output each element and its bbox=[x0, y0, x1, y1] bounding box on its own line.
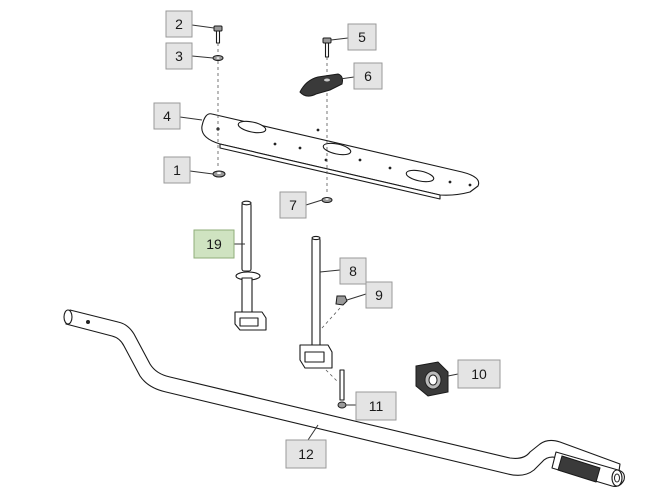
rod-8 bbox=[299, 235, 333, 369]
callout-6-label: 6 bbox=[364, 68, 372, 84]
callout-19[interactable]: 19 bbox=[193, 229, 235, 259]
callout-12-label: 12 bbox=[298, 446, 314, 462]
bolt-5 bbox=[322, 37, 332, 58]
bar-12 bbox=[63, 309, 625, 487]
callout-8[interactable]: 8 bbox=[339, 257, 367, 285]
mounting-plate bbox=[201, 113, 480, 200]
callout-12[interactable]: 12 bbox=[285, 439, 327, 469]
callout-10[interactable]: 10 bbox=[457, 359, 501, 389]
callout-1[interactable]: 1 bbox=[163, 156, 191, 184]
callout-8-label: 8 bbox=[349, 263, 357, 279]
callout-5[interactable]: 5 bbox=[347, 23, 377, 51]
leader-lines bbox=[179, 24, 459, 441]
callout-6[interactable]: 6 bbox=[353, 62, 383, 90]
bolt-2 bbox=[213, 25, 223, 44]
callout-2[interactable]: 2 bbox=[165, 10, 193, 38]
bushing-10 bbox=[415, 361, 449, 397]
callout-11-label: 11 bbox=[369, 398, 384, 414]
callout-2-label: 2 bbox=[175, 16, 183, 32]
clamp-6 bbox=[299, 73, 343, 97]
callout-10-label: 10 bbox=[471, 366, 487, 382]
nut-9 bbox=[335, 295, 348, 306]
washer-3 bbox=[212, 55, 224, 61]
callout-9[interactable]: 9 bbox=[365, 281, 393, 309]
callout-3[interactable]: 3 bbox=[165, 42, 193, 70]
callout-1-label: 1 bbox=[173, 162, 181, 178]
callout-3-label: 3 bbox=[175, 48, 183, 64]
rod-19 bbox=[234, 200, 267, 331]
callout-19-label: 19 bbox=[206, 236, 222, 252]
callout-7[interactable]: 7 bbox=[279, 191, 307, 219]
nut-1 bbox=[212, 170, 226, 178]
callout-5-label: 5 bbox=[358, 29, 366, 45]
callout-11[interactable]: 11 bbox=[355, 391, 397, 421]
callout-7-label: 7 bbox=[289, 197, 297, 213]
callout-4[interactable]: 4 bbox=[153, 102, 181, 130]
bolt-11 bbox=[337, 369, 347, 409]
callout-4-label: 4 bbox=[163, 108, 171, 124]
nut-7 bbox=[321, 197, 333, 203]
callout-9-label: 9 bbox=[375, 287, 383, 303]
